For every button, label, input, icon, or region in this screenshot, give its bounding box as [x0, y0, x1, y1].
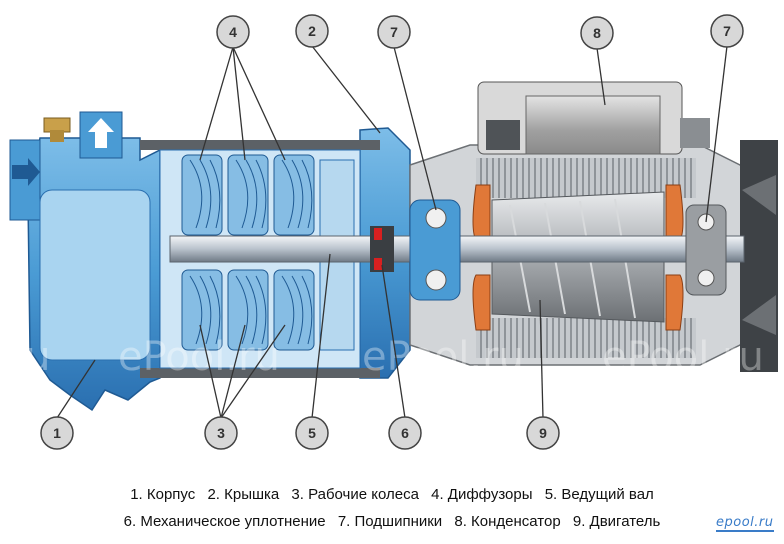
legend-item: 9. Двигатель [572, 513, 661, 530]
svg-text:6: 6 [401, 425, 409, 441]
svg-text:9: 9 [539, 425, 547, 441]
callout-4: 4 [216, 15, 250, 49]
capacitor [477, 81, 710, 155]
bearing-front [409, 199, 461, 301]
watermark: ePool.ru [118, 334, 280, 380]
watermark: ePool.ru [602, 334, 764, 380]
svg-text:1: 1 [53, 425, 61, 441]
stator-windings [472, 184, 684, 331]
mechanical-seal [370, 226, 394, 272]
svg-text:7: 7 [390, 24, 398, 40]
stage-2 [227, 154, 269, 351]
site-logo: epool.ru [716, 515, 774, 532]
callout-3: 3 [204, 416, 238, 450]
legend-row-2: 6. Механическое уплотнение 7. Подшипники… [0, 513, 784, 530]
pump-housing [9, 111, 161, 412]
legend-item: 7. Подшипники [337, 513, 443, 530]
legend-item: 1. Корпус [130, 486, 196, 503]
svg-text:3: 3 [217, 425, 225, 441]
stage-3 [273, 154, 315, 351]
legend-row-1: 1. Корпус 2. Крышка 3. Рабочие колеса 4.… [0, 486, 784, 503]
legend-item: 4. Диффузоры [431, 486, 533, 503]
stage-1 [181, 154, 223, 351]
callout-2: 2 [295, 14, 329, 48]
callout-8: 8 [580, 16, 614, 50]
svg-text:7: 7 [723, 23, 731, 39]
legend-item: 6. Механическое уплотнение [123, 513, 326, 530]
callout-6: 6 [388, 416, 422, 450]
legend-item: 2. Крышка [207, 486, 280, 503]
callout-7-rear: 7 [710, 14, 744, 48]
legend-item: 8. Конденсатор [454, 513, 561, 530]
legend-item: 5. Ведущий вал [544, 486, 654, 503]
svg-text:4: 4 [229, 24, 237, 40]
callout-1: 1 [40, 416, 74, 450]
leader-lines [56, 45, 728, 419]
callout-5: 5 [295, 416, 329, 450]
callouts: 4 2 7 8 7 1 3 5 [40, 14, 744, 450]
legend-item: 3. Рабочие колеса [291, 486, 419, 503]
svg-text:8: 8 [593, 25, 601, 41]
bearing-rear [685, 204, 727, 296]
svg-text:5: 5 [308, 425, 316, 441]
svg-text:2: 2 [308, 23, 316, 39]
watermarks: ePool.ru ePool.ru ePool.ru .ru [0, 334, 764, 380]
callout-9: 9 [526, 416, 560, 450]
callout-7-front: 7 [377, 15, 411, 49]
watermark: ePool.ru [362, 334, 524, 380]
watermark: .ru [0, 334, 51, 380]
